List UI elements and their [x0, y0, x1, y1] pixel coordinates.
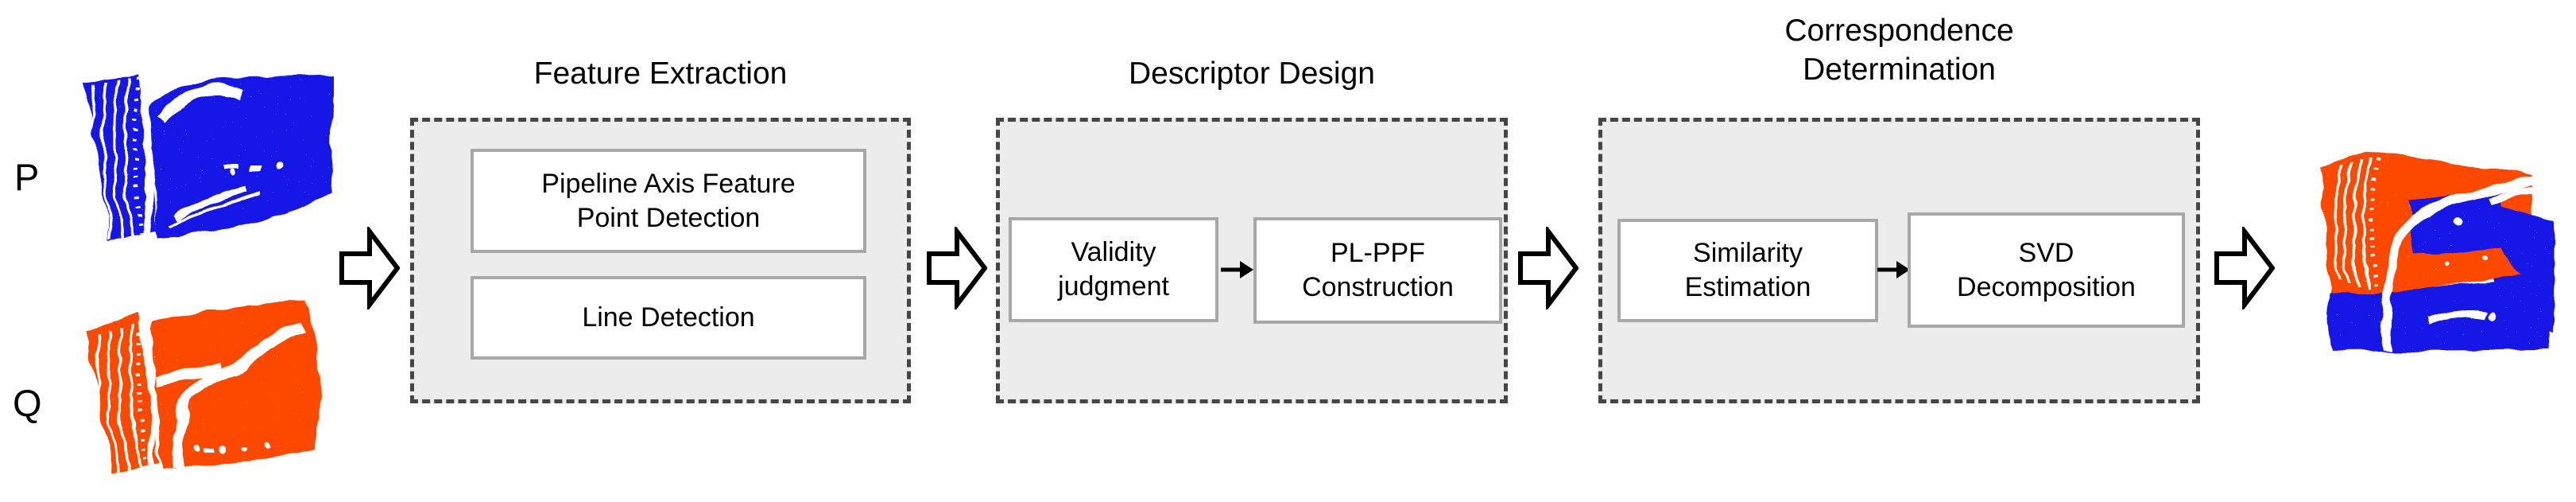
point-cloud-registered-result	[2321, 154, 2555, 352]
step-box-similarity-estimation: Similarity Estimation	[1617, 219, 1878, 322]
step-box-pipeline-axis-feature-point-detection: Pipeline Axis Feature Point Detection	[471, 149, 866, 253]
flow-arrow-icon	[1518, 227, 1579, 309]
stage-title-correspondence-determination: Correspondence Determination	[1784, 14, 2014, 87]
point-cloud-p	[85, 75, 333, 240]
flow-arrow-icon	[2214, 227, 2275, 309]
step-box-svd-decomposition: SVD Decomposition	[1908, 212, 2185, 328]
input-label-p: P	[14, 156, 40, 198]
point-cloud-q	[85, 301, 320, 473]
step-box-pl-ppf-construction: PL-PPF Construction	[1253, 217, 1502, 324]
arrow-right-icon	[1221, 261, 1253, 278]
stage-title-feature-extraction: Feature Extraction	[533, 56, 788, 91]
flow-arrow-icon	[339, 227, 400, 309]
input-label-q: Q	[13, 382, 42, 424]
stage-title-descriptor-design: Descriptor Design	[1129, 56, 1375, 91]
arrow-right-icon	[1877, 261, 1910, 278]
step-box-validity-judgment: Validity judgment	[1009, 217, 1218, 322]
step-box-line-detection: Line Detection	[471, 276, 866, 360]
flow-arrow-icon	[927, 227, 987, 309]
